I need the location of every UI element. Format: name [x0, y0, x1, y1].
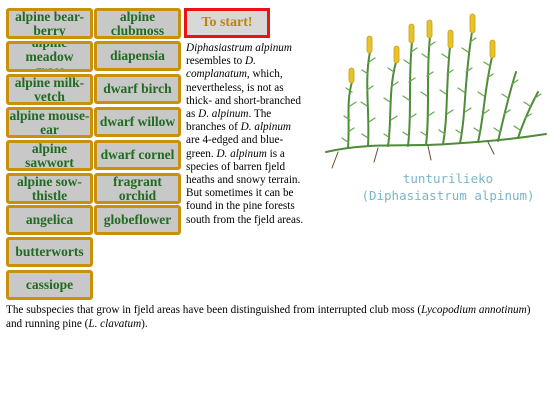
species-button-alpine-milk-vetch[interactable]: alpine milk-vetch	[6, 74, 93, 105]
image-caption: tunturilieko (Diphasiastrum alpinum)	[346, 170, 550, 204]
species-button-alpine-mouse-ear[interactable]: alpine mouse-ear	[6, 107, 93, 138]
species-button-butterworts[interactable]: butterworts	[6, 237, 93, 267]
species-button-angelica[interactable]: angelica	[6, 205, 93, 235]
species-button-alpine-meadow-grass[interactable]: alpine meadow grass	[6, 41, 93, 72]
footer-note: The subspecies that grow in fjeld areas …	[6, 304, 531, 330]
caption-common-name: tunturilieko	[402, 171, 494, 186]
species-button-globeflower[interactable]: globeflower	[94, 205, 181, 235]
species-button-alpine-sow-thistle[interactable]: alpine sow-thistle	[6, 173, 93, 204]
species-button-alpine-bear-berry[interactable]: alpine bear-berry	[6, 8, 93, 39]
caption-latin-name: (Diphasiastrum alpinum)	[361, 188, 535, 203]
start-button[interactable]: To start!	[184, 8, 270, 38]
species-button-alpine-clubmoss[interactable]: alpine clubmoss	[94, 8, 181, 39]
species-button-fragrant-orchid[interactable]: fragrant orchid	[94, 173, 181, 204]
species-button-cassiope[interactable]: cassiope	[6, 270, 93, 300]
species-button-dwarf-cornel[interactable]: dwarf cornel	[94, 140, 181, 170]
species-button-dwarf-birch[interactable]: dwarf birch	[94, 74, 181, 104]
species-button-diapensia[interactable]: diapensia	[94, 41, 181, 71]
species-description: Diphasiastrum alpinum resembles to D. co…	[186, 42, 304, 226]
plant-illustration	[325, 13, 547, 169]
species-button-dwarf-willow[interactable]: dwarf willow	[94, 107, 181, 137]
species-button-alpine-sawwort[interactable]: alpine sawwort	[6, 140, 93, 171]
